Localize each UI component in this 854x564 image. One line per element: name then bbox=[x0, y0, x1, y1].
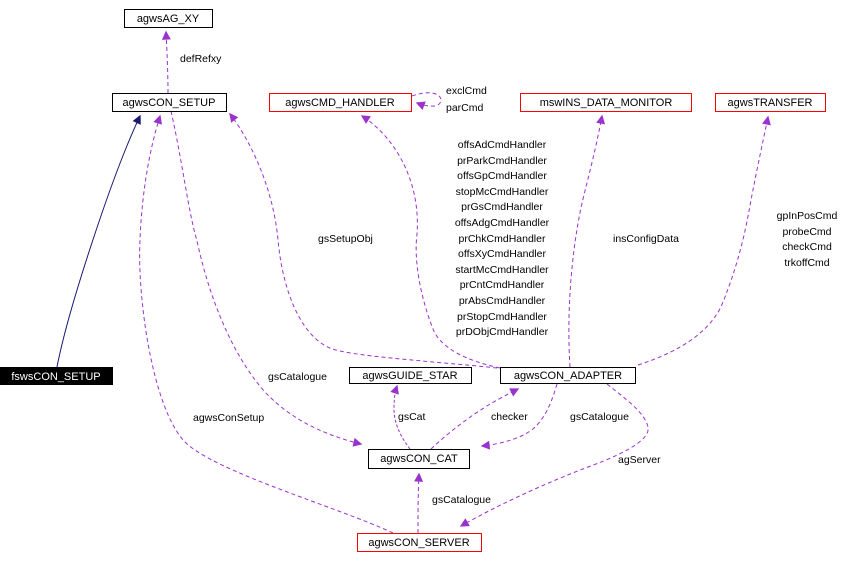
edge-label-parcmd: parCmd bbox=[446, 102, 484, 114]
node-agwsCON_ADAPTER-label: agwsCON_ADAPTER bbox=[514, 370, 622, 382]
edge-insconfigdata bbox=[568, 114, 606, 368]
cmd-handler-2: offsGpCmdHandler bbox=[457, 170, 547, 182]
edge-label-agserver: agServer bbox=[618, 454, 661, 466]
node-mswINS_DATA_MONITOR[interactable]: mswINS_DATA_MONITOR bbox=[520, 93, 692, 112]
cmd-handler-10: prAbsCmdHandler bbox=[459, 295, 546, 307]
node-agwsTRANSFER[interactable]: agwsTRANSFER bbox=[715, 93, 826, 112]
node-agwsTRANSFER-label: agwsTRANSFER bbox=[728, 97, 813, 109]
cmd-handler-6: prChkCmdHandler bbox=[459, 233, 546, 245]
edge-label-gscatalogue-setup: gsCatalogue bbox=[268, 371, 327, 383]
edge-agserver bbox=[459, 383, 649, 527]
edge-defrefxy bbox=[161, 30, 171, 94]
cmd-handler-8: startMcCmdHandler bbox=[455, 264, 549, 276]
edge-cmd-handlers bbox=[360, 115, 501, 369]
cmd-handler-5: offsAdgCmdHandler bbox=[455, 217, 550, 229]
edge-gscatalogue-server bbox=[414, 472, 424, 534]
cmd-handler-4: prGsCmdHandler bbox=[461, 201, 543, 213]
node-agwsAG_XY-label: agwsAG_XY bbox=[137, 13, 200, 25]
edge-label-exclcmd: exclCmd bbox=[446, 85, 487, 97]
node-agwsCON_SERVER[interactable]: agwsCON_SERVER bbox=[357, 533, 482, 552]
cmd-handler-9: prCntCmdHandler bbox=[460, 279, 545, 291]
node-agwsCMD_HANDLER[interactable]: agwsCMD_HANDLER bbox=[269, 93, 412, 112]
transfer-cmd-1: probeCmd bbox=[782, 226, 831, 238]
transfer-cmd-2: checkCmd bbox=[782, 241, 832, 253]
edge-label-agwsconsetup: agwsConSetup bbox=[193, 412, 264, 424]
node-fswsCON_SETUP-label: fswsCON_SETUP bbox=[11, 371, 100, 383]
cmd-handler-3: stopMcCmdHandler bbox=[456, 186, 549, 198]
node-agwsCMD_HANDLER-label: agwsCMD_HANDLER bbox=[285, 97, 394, 109]
node-agwsGUIDE_STAR[interactable]: agwsGUIDE_STAR bbox=[349, 367, 472, 384]
cmd-handler-11: prStopCmdHandler bbox=[457, 311, 547, 323]
edge-checker bbox=[430, 388, 520, 450]
edge-label-gscatalogue-server: gsCatalogue bbox=[432, 494, 491, 506]
edge-agwsconsetup bbox=[139, 114, 394, 534]
edge-label-checker: checker bbox=[491, 411, 528, 423]
edge-gscat bbox=[390, 384, 411, 450]
node-mswINS_DATA_MONITOR-label: mswINS_DATA_MONITOR bbox=[540, 97, 673, 109]
node-fswsCON_SETUP[interactable]: fswsCON_SETUP bbox=[0, 367, 113, 385]
node-agwsCON_ADAPTER[interactable]: agwsCON_ADAPTER bbox=[500, 367, 636, 384]
edge-gscatalogue-adapter bbox=[480, 383, 558, 450]
edge-label-gscatalogue-adapter: gsCatalogue bbox=[570, 411, 629, 423]
node-agwsCON_SETUP-label: agwsCON_SETUP bbox=[123, 97, 216, 109]
edge-gssetupobj bbox=[229, 112, 498, 369]
cmd-handler-1: prParkCmdHandler bbox=[457, 155, 547, 167]
edge-inheritance-fsws bbox=[56, 114, 141, 368]
edge-label-cmd-handler-list: offsAdCmdHandler prParkCmdHandler offsGp… bbox=[455, 139, 550, 338]
node-agwsCON_SETUP[interactable]: agwsCON_SETUP bbox=[112, 93, 227, 112]
edge-label-insconfigdata: insConfigData bbox=[613, 233, 679, 245]
edge-label-gscat: gsCat bbox=[398, 411, 426, 423]
transfer-cmd-3: trkoffCmd bbox=[784, 257, 829, 269]
edge-transfer-cmds bbox=[637, 115, 771, 366]
cmd-handler-0: offsAdCmdHandler bbox=[458, 139, 547, 151]
cmd-handler-12: prDObjCmdHandler bbox=[456, 326, 549, 338]
node-agwsAG_XY[interactable]: agwsAG_XY bbox=[124, 9, 213, 28]
edge-selfloop-cmdhandler bbox=[411, 92, 442, 110]
edge-label-transfer-cmd-list: gpInPosCmd probeCmd checkCmd trkoffCmd bbox=[777, 210, 838, 269]
node-agwsCON_CAT-label: agwsCON_CAT bbox=[380, 453, 458, 465]
edge-label-defrefxy: defRefxy bbox=[180, 53, 222, 65]
node-agwsGUIDE_STAR-label: agwsGUIDE_STAR bbox=[362, 370, 457, 382]
edge-label-gssetupobj: gsSetupObj bbox=[318, 233, 373, 245]
node-agwsCON_CAT[interactable]: agwsCON_CAT bbox=[368, 449, 470, 469]
node-agwsCON_SERVER-label: agwsCON_SERVER bbox=[368, 537, 469, 549]
cmd-handler-7: offsXyCmdHandler bbox=[458, 248, 546, 260]
edge-gscatalogue-setup bbox=[170, 110, 363, 447]
transfer-cmd-0: gpInPosCmd bbox=[777, 210, 838, 222]
